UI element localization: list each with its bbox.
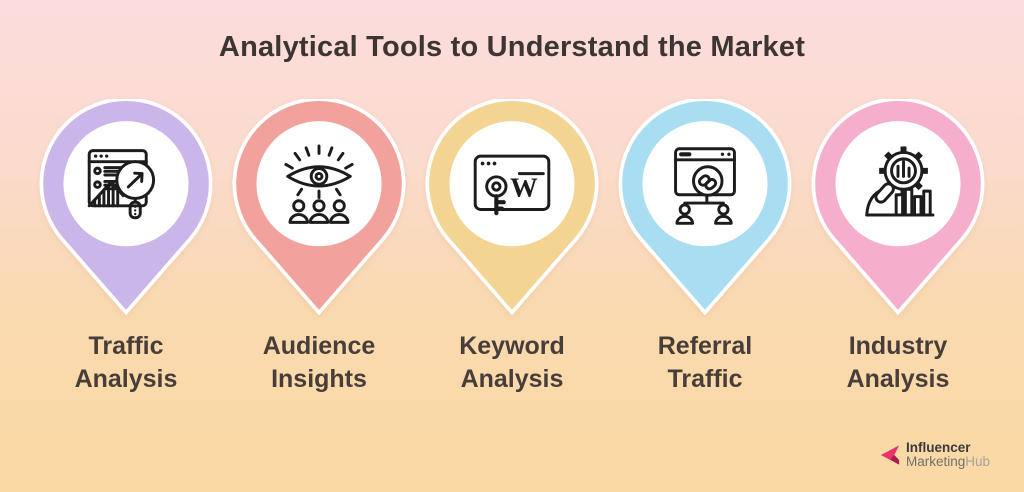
label-line-2: Analysis [846,364,950,393]
pin-traffic-analysis [39,99,213,316]
tool-item-industry-analysis: Industry Analysis [802,99,995,395]
label-line-1: Traffic [88,332,164,360]
logo-marketinghub-text: MarketingHub [906,455,990,469]
label-line-2: Traffic [667,364,743,393]
page-title: Analytical Tools to Understand the Marke… [218,31,806,63]
label-line-2: Analysis [460,364,564,393]
tool-item-referral-traffic: Referral Traffic [609,99,802,395]
tool-label-industry-analysis: Industry Analysis [847,330,950,395]
tool-item-audience-insights: Audience Insights [223,99,416,395]
pins-row: Traffic Analysis [0,99,1024,395]
audience-insights-icon [284,144,354,224]
label-line-1: Referral [657,332,753,360]
logo-hub-text: Hub [965,454,990,469]
referral-traffic-icon [674,147,736,225]
industry-analysis-icon [865,146,935,217]
tool-label-traffic-analysis: Traffic Analysis [75,330,178,395]
label-line-1: Keyword [459,332,565,360]
label-line-1: Industry [848,332,948,360]
tool-label-referral-traffic: Referral Traffic [658,330,753,395]
brand-arrow-icon [880,445,900,465]
keyword-analysis-icon: W [473,154,551,216]
tool-item-traffic-analysis: Traffic Analysis [30,99,223,395]
logo-marketing-text: Marketing [905,454,966,469]
pin-audience-insights [232,99,406,316]
label-line-1: Audience [262,332,376,360]
label-line-2: Analysis [74,364,178,393]
tool-item-keyword-analysis: W Keyword Analysis [416,99,609,395]
keyword-letter: W [510,172,538,203]
traffic-analysis-icon [87,149,156,220]
brand-logo-text: Influencer MarketingHub [906,441,990,469]
logo-influencer-text: Influencer [905,440,971,455]
label-line-2: Insights [271,364,367,393]
tool-label-audience-insights: Audience Insights [263,330,376,395]
brand-logo: Influencer MarketingHub [878,441,990,469]
pin-keyword-analysis: W [425,99,599,316]
pin-industry-analysis [811,99,985,316]
pin-inner-circle [449,121,575,247]
tool-label-keyword-analysis: Keyword Analysis [459,330,565,395]
pin-referral-traffic [618,99,792,316]
